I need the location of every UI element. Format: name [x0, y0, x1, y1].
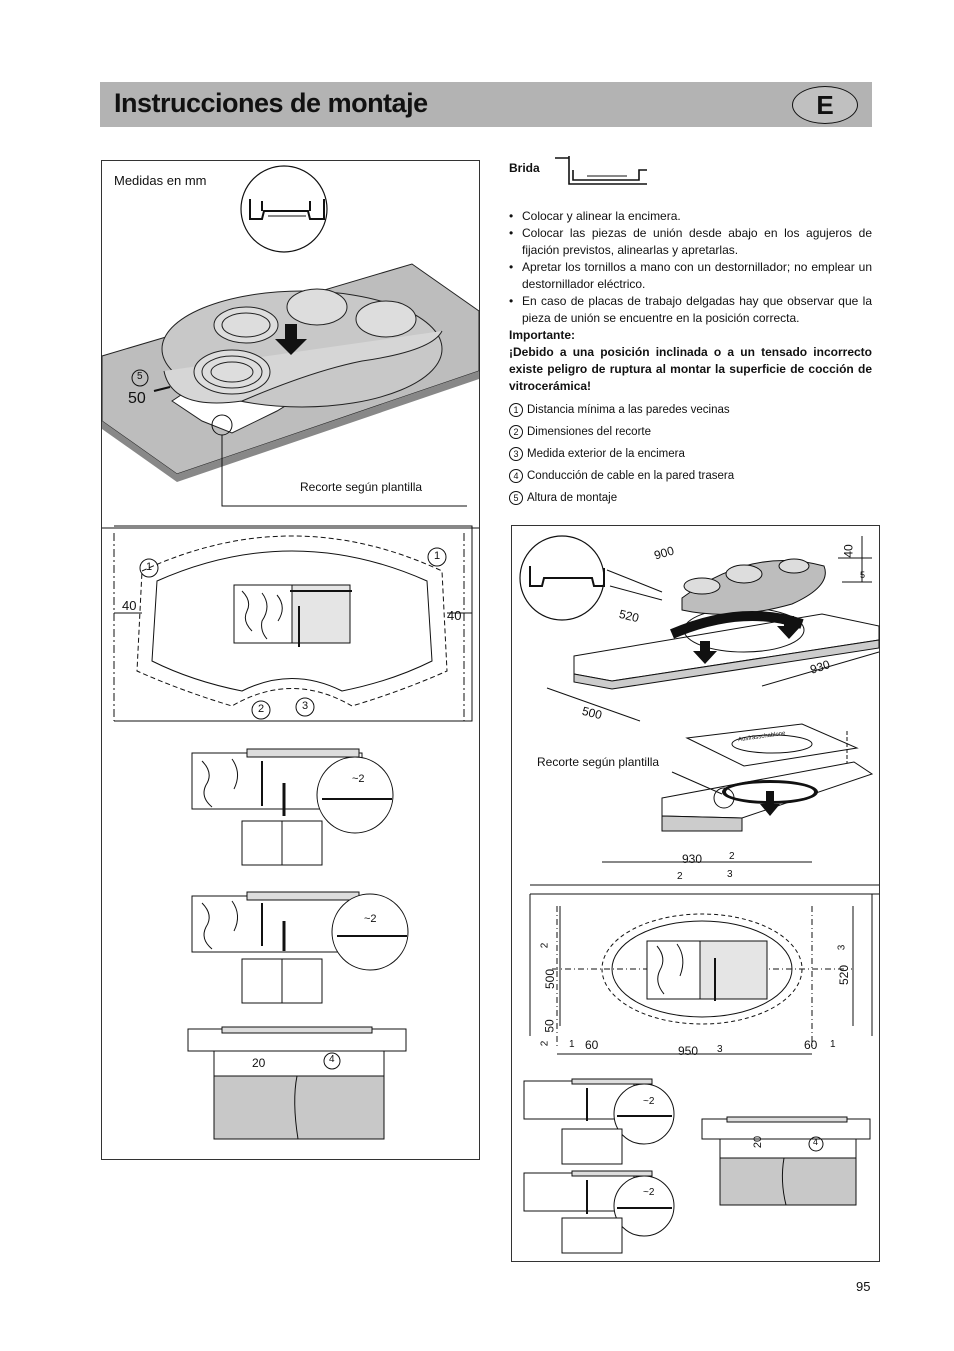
dim-50: 50 — [128, 390, 146, 407]
num-4: 4 — [329, 1054, 335, 1065]
plan-num3-right: 3 — [836, 944, 848, 951]
page-header: Instrucciones de montaje — [100, 82, 872, 127]
list-item: Colocar las piezas de unión desde abajo … — [509, 225, 872, 259]
page-title: Instrucciones de montaje — [114, 88, 428, 118]
plan-num3-a: 3 — [727, 869, 733, 880]
bracket-icon — [555, 156, 647, 185]
plan-520: 520 — [837, 964, 852, 986]
gap-b: ~2 — [364, 913, 377, 925]
gap-a: ~2 — [352, 773, 365, 785]
num-4-right: 4 — [813, 1137, 819, 1147]
plan-50: 50 — [542, 1019, 557, 1033]
dim-20: 20 — [252, 1056, 266, 1070]
important-label: Importante: — [509, 328, 575, 342]
plan-num3-bottom: 3 — [717, 1044, 723, 1055]
plan-950: 950 — [678, 1044, 699, 1058]
dim-20-right: 20 — [752, 1135, 765, 1149]
num-1a: 1 — [146, 561, 153, 573]
left-illustration-panel: Medidas en mm Recorte según plantilla — [101, 160, 480, 1160]
page-number: 95 — [856, 1279, 871, 1294]
warning-text: ¡Debido a una posición inclinada o a un … — [509, 345, 872, 393]
dim-40-left: 40 — [122, 598, 137, 613]
gap-b-right: ~2 — [643, 1187, 655, 1198]
hob-on-worktop-illustration — [101, 165, 480, 1140]
right-panel-illustrations — [519, 535, 880, 1254]
plan-60-right: 60 — [804, 1038, 818, 1052]
cutout-label-right: Recorte según plantilla — [537, 755, 660, 769]
plan-num2-top: 2 — [729, 851, 735, 862]
plan-num1-right: 1 — [830, 1039, 836, 1050]
plan-500: 500 — [543, 968, 558, 990]
instructions-text: Brida Colocar y alinear la encimera. Col… — [509, 156, 872, 509]
num-5: 5 — [137, 371, 143, 382]
num-3: 3 — [302, 700, 309, 712]
instruction-list: Colocar y alinear la encimera. Colocar l… — [509, 208, 872, 327]
list-item: Colocar y alinear la encimera. — [509, 208, 872, 225]
num-1b: 1 — [434, 550, 441, 562]
right-illustration-panel: 900 40 5 520 930 500 Recorte según plant… — [511, 525, 880, 1262]
plan-num2-a: 2 — [677, 871, 683, 882]
dim-40: 40 — [841, 544, 856, 558]
language-badge: E — [792, 86, 858, 124]
num-2: 2 — [258, 703, 265, 715]
plan-60-left: 60 — [585, 1038, 599, 1052]
num-5: 5 — [860, 570, 866, 580]
gap-a-right: ~2 — [643, 1096, 655, 1107]
plan-930: 930 — [682, 852, 703, 866]
dim-40-right: 40 — [447, 608, 462, 623]
units-label: Medidas en mm — [114, 173, 207, 188]
plan-num1-left: 1 — [569, 1039, 575, 1050]
list-item: Apretar los tornillos a mano con un dest… — [509, 259, 872, 293]
plan-num2-left: 2 — [539, 942, 551, 949]
list-item: En caso de placas de trabajo delgadas ha… — [509, 293, 872, 327]
cutout-label: Recorte según plantilla — [300, 480, 423, 494]
brida-title: Brida — [509, 156, 872, 200]
plan-num2-left2: 2 — [539, 1040, 551, 1047]
